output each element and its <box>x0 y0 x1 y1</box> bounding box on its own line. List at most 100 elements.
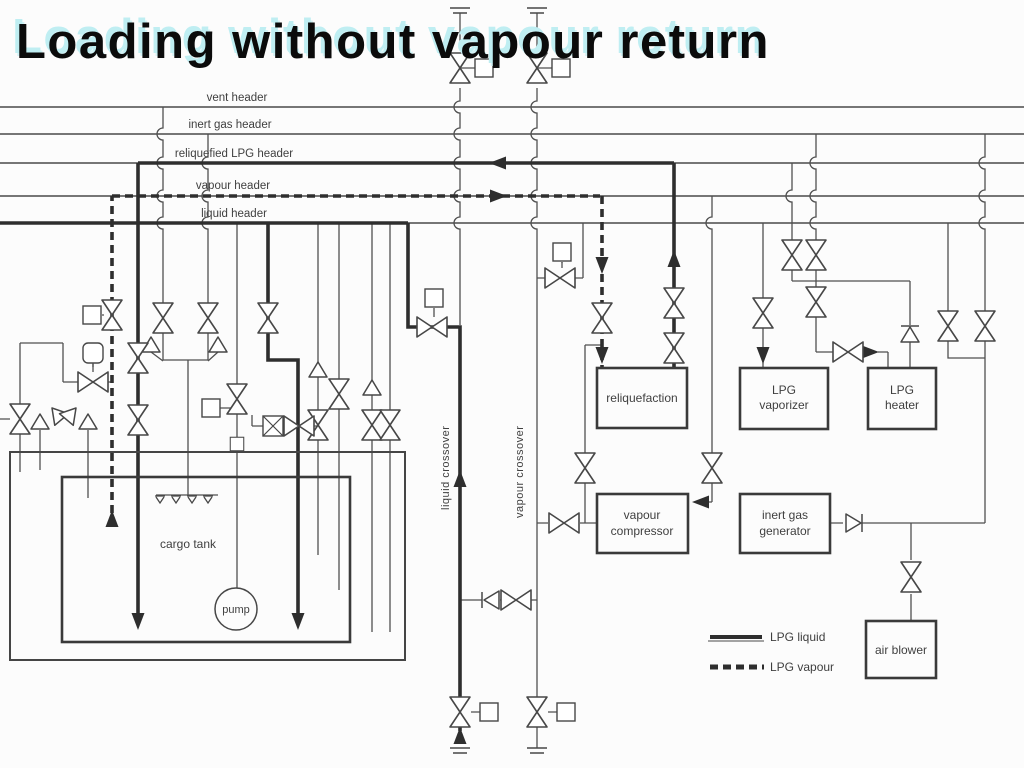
relief-valve-icon <box>30 413 50 430</box>
valve-icon <box>663 332 685 364</box>
valve-icon <box>449 696 471 728</box>
valve-actuator-icon <box>201 398 221 418</box>
liquid-crossover-label: liquid crossover <box>440 426 452 510</box>
lpg-vaporizer-label-1: LPG <box>772 383 796 397</box>
equipment-labels: reliquefaction LPG vaporizer LPG heater … <box>606 383 927 657</box>
valve-icon <box>361 409 383 441</box>
tank-interior-stubs <box>19 452 89 498</box>
arrow-up-icon <box>667 250 681 267</box>
valve-icon <box>101 299 123 331</box>
inert-gas-spur <box>947 223 985 359</box>
cargo-tank-box <box>60 475 352 644</box>
lpg-heater-label-2: heater <box>885 398 919 412</box>
valve-actuator-icon <box>552 242 572 262</box>
tank-drop-2 <box>266 223 300 616</box>
arrow-down-icon <box>131 613 145 630</box>
arrow-down-icon <box>595 347 609 364</box>
pilot-actuator-icon <box>82 342 104 364</box>
valve-icon <box>752 297 774 329</box>
spray-nozzle-icon <box>170 495 182 504</box>
spray-column-1 <box>156 107 164 360</box>
valve-icon <box>974 310 996 342</box>
heater-loop <box>785 163 911 368</box>
vapour-compressor-label-2: compressor <box>611 524 674 538</box>
arrow-right-icon <box>490 189 507 203</box>
valve-icon <box>937 310 959 342</box>
check-valve-icon <box>900 326 920 343</box>
valve-icon <box>574 452 596 484</box>
reliquefied-lpg-header-label: reliquefied LPG header <box>175 148 293 160</box>
compressor-suction <box>537 344 602 524</box>
valve-icon <box>197 302 219 334</box>
lpg-vaporizer-label-2: vaporizer <box>759 398 808 412</box>
spray-feed <box>156 359 218 496</box>
flange-icon <box>526 7 548 14</box>
valve-icon <box>9 403 31 435</box>
header-tap <box>537 223 584 279</box>
arrow-up-icon <box>105 510 119 527</box>
flange-icon <box>449 7 471 14</box>
lpg-heater-label-1: LPG <box>890 383 914 397</box>
arrow-down-icon <box>291 613 305 630</box>
reliquefaction-label: reliquefaction <box>606 391 677 405</box>
vapour-header-label: vapour header <box>196 180 270 192</box>
inert-gas-main <box>978 134 986 523</box>
cargo-tank-label: cargo tank <box>160 537 217 551</box>
valve-icon <box>152 302 174 334</box>
valves <box>9 7 996 754</box>
vapour-flow-pipes <box>110 194 604 526</box>
inert-gas-generator-label-1: inert gas <box>762 508 808 522</box>
valve-icon <box>832 341 864 363</box>
check-valve-icon <box>483 590 500 610</box>
valve-actuator-icon <box>556 702 576 722</box>
inert-gas-header-label: inert gas header <box>188 119 271 131</box>
arrow-down-icon <box>595 257 609 274</box>
valve-icon <box>805 239 827 271</box>
flange-icon <box>526 747 548 754</box>
valve-icon <box>127 342 149 374</box>
air-blower-box <box>864 619 938 680</box>
valve-icon <box>226 383 248 415</box>
air-blower-label: air blower <box>875 643 927 657</box>
cargo-tank-group: pump cargo tank <box>9 451 406 661</box>
valve-icon <box>591 302 613 334</box>
pump-circle <box>214 587 258 631</box>
valve-icon <box>544 267 576 289</box>
valve-icon <box>781 239 803 271</box>
spray-nozzle-icon <box>186 495 198 504</box>
arrow-left-icon <box>692 495 709 509</box>
inert-gas-generator-box <box>738 492 832 555</box>
thin-pipes <box>0 13 986 748</box>
check-valve-icon <box>362 379 382 396</box>
blind-branch <box>251 415 318 427</box>
valve-icon <box>701 452 723 484</box>
header-labels: vent header inert gas header reliquefied… <box>175 92 293 220</box>
fitting-icon <box>229 436 245 452</box>
arrow-down-icon <box>756 347 770 364</box>
tank-hull <box>9 451 406 661</box>
valve-icon <box>379 409 401 441</box>
arrow-up-icon <box>453 470 467 487</box>
valve-icon <box>127 404 149 436</box>
liquid-flow-pipes <box>0 161 676 731</box>
vapour-compressor-label-1: vapour <box>624 508 661 522</box>
liquid-header-label: liquid header <box>201 208 267 220</box>
valve-icon <box>257 302 279 334</box>
arrow-right-icon <box>862 345 879 359</box>
spray-nozzle-icon <box>154 495 166 504</box>
legend-liquid-label: LPG liquid <box>770 630 825 644</box>
arrow-up-icon <box>453 727 467 744</box>
valve-icon <box>663 287 685 319</box>
check-valve-icon <box>308 361 328 378</box>
pump-label: pump <box>222 604 250 616</box>
valve-icon <box>77 371 109 393</box>
legend-vapour-label: LPG vapour <box>770 660 834 674</box>
vapour-crossover-label: vapour crossover <box>514 426 526 518</box>
reliquefaction-box <box>595 366 689 430</box>
valve-actuator-icon <box>82 305 102 325</box>
valve-actuator-icon <box>424 288 444 308</box>
vent-header-label: vent header <box>207 92 268 104</box>
valve-icon <box>416 316 448 338</box>
